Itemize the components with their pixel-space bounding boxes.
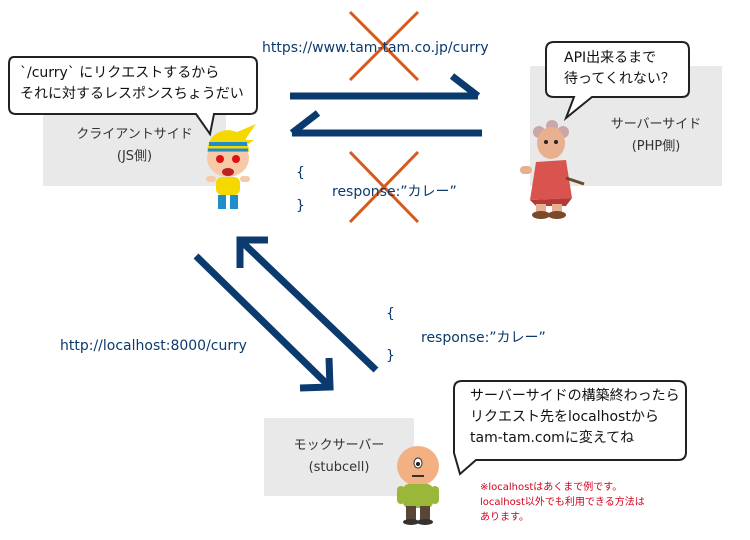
cross-bottom — [348, 150, 420, 224]
server-character-icon — [520, 120, 585, 219]
response-bottom-open: { — [386, 306, 395, 322]
mock-bubble-line1: サーバーサイドの構築終わったら — [470, 388, 680, 404]
server-bubble — [545, 41, 690, 122]
client-bubble-text: `/curry` にリクエストするから それに対するレスポンスちょうだい — [20, 63, 244, 105]
mock-box-title: モックサーバー — [293, 438, 385, 453]
server-box-title: サーバーサイド — [610, 117, 702, 132]
response-top-open: { — [296, 165, 305, 181]
mock-bubble — [453, 380, 687, 476]
server-bubble-line2: 待ってくれない？ — [564, 71, 675, 87]
note-line1: ※localhostはあくまで例です。 — [480, 482, 623, 493]
local-url: http://localhost:8000/curry — [60, 338, 247, 354]
cross-top — [348, 10, 420, 82]
server-bubble-line1: API出来るまで — [564, 50, 657, 66]
response-top-body: response:”カレー” — [332, 184, 457, 200]
mock-box: モックサーバー (stubcell) — [264, 418, 414, 496]
mock-bubble-text: サーバーサイドの構築終わったら リクエスト先をlocalhostから tam-t… — [470, 386, 680, 449]
client-box-title: クライアントサイド — [76, 127, 193, 142]
down-diagonal-arrow — [193, 253, 334, 392]
client-bubble-line1: `/curry` にリクエストするから — [20, 65, 220, 81]
mock-bubble-line3: tam-tam.comに変えてね — [470, 430, 635, 446]
mock-character-icon — [397, 446, 439, 525]
note-line3: あります。 — [480, 512, 529, 523]
top-url: https://www.tam-tam.co.jp/curry — [262, 40, 489, 56]
note-text: ※localhostはあくまで例です。 localhost以外でも利用できる方法… — [480, 480, 645, 525]
server-bubble-text: API出来るまで 待ってくれない？ — [564, 48, 675, 90]
response-bottom-body: response:”カレー” — [421, 330, 546, 346]
mock-bubble-line2: リクエスト先をlocalhostから — [470, 409, 659, 425]
up-diagonal-arrow — [236, 236, 379, 373]
right-arrow — [290, 73, 481, 100]
server-box-subtitle: (PHP側) — [631, 139, 681, 154]
client-box-subtitle: (JS側) — [116, 149, 153, 164]
mock-box-subtitle: (stubcell) — [308, 460, 370, 475]
client-bubble — [8, 56, 258, 137]
client-bubble-line2: それに対するレスポンスちょうだい — [20, 86, 244, 102]
note-line2: localhost以外でも利用できる方法は — [480, 497, 645, 508]
client-box: クライアントサイド (JS側) — [43, 106, 226, 186]
left-arrow — [289, 110, 482, 137]
client-character-icon — [206, 124, 256, 209]
response-top-close: } — [296, 198, 305, 214]
response-bottom-close: } — [386, 348, 395, 364]
